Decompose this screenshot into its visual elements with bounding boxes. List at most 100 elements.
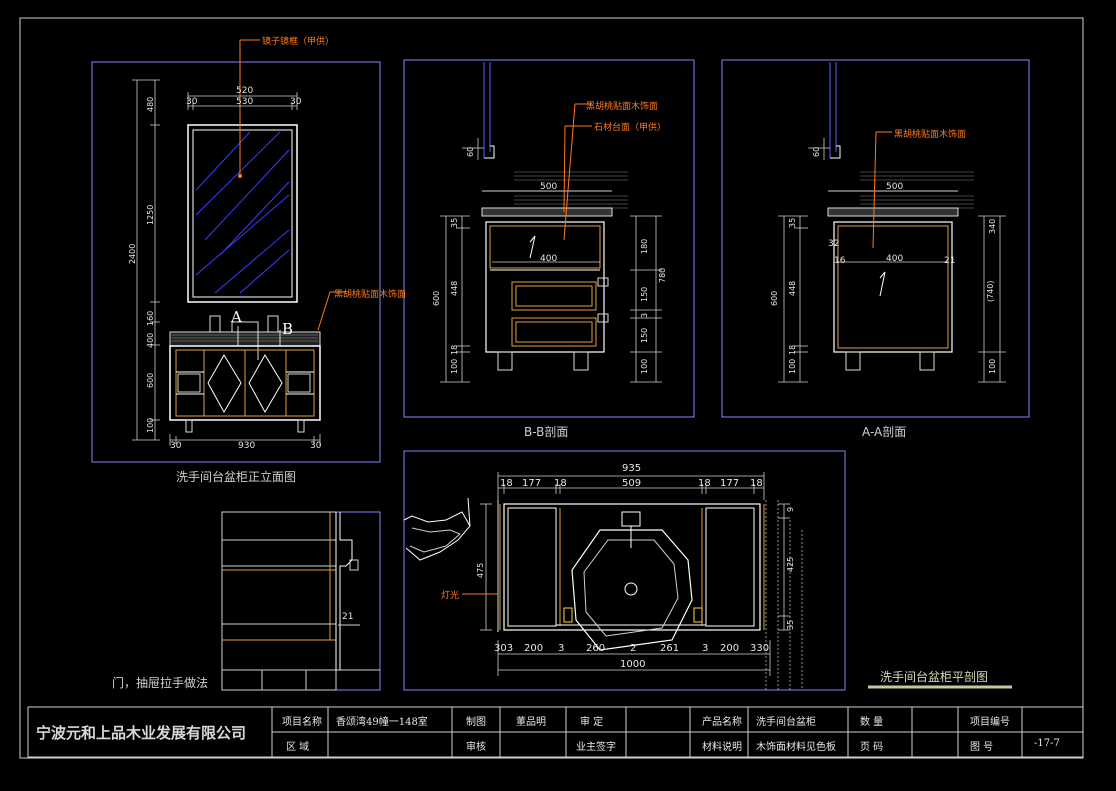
dim-bb-right-2: 780 (658, 267, 667, 283)
tb-project-name-value: 香颂湾49幢一148室 (336, 717, 428, 728)
dim-mirror-width: 520 (236, 86, 254, 96)
dim-bb-right-5: 150 (640, 327, 649, 343)
dim-plan-top-2: 18 (554, 478, 567, 489)
dim-total-height: 2400 (128, 243, 137, 264)
aa-section-drawing (778, 62, 1006, 383)
dim-plan-depth: 475 (476, 562, 485, 578)
dim-plan-right-a: 9 (786, 506, 795, 512)
tb-drawing-no-value: -17-7 (1034, 738, 1060, 749)
dim-gap-height: 160 (146, 310, 155, 326)
dim-leg-height: 100 (146, 417, 155, 433)
dim-aa-s2: 16 (834, 256, 846, 266)
dim-mirror-side-left: 30 (186, 97, 198, 107)
plan-view-frame (403, 450, 846, 691)
dim-plan-top-6: 18 (750, 478, 763, 489)
handle-detail-frame (221, 511, 381, 691)
dim-aa-right-1: 340 (988, 218, 997, 234)
dim-plan-bot-1: 200 (524, 643, 544, 654)
note-veneer-bb: 黑胡桃贴面木饰面 (586, 102, 659, 112)
tb-material-value: 木饰面材料见色板 (756, 742, 836, 753)
tb-page-label: 页 码 (860, 742, 884, 753)
dim-plan-top-0: 18 (500, 478, 513, 489)
dim-plan-bot-0: 303 (494, 643, 514, 654)
dim-top-height: 480 (146, 96, 155, 112)
aa-section-frame (721, 59, 1030, 418)
dim-bb-right-3: 150 (640, 286, 649, 302)
dim-plan-bot-4: 2 (630, 643, 637, 654)
dim-handle: 21 (342, 612, 354, 622)
note-veneer-aa: 黑胡桃贴面木饰面 (894, 130, 967, 140)
front-view-title: 洗手间台盆柜正立面图 (176, 470, 297, 484)
sheet-border (19, 17, 1084, 759)
note-stone-top: 石材台面（甲供） (594, 123, 667, 133)
bb-section-frame (403, 59, 695, 418)
dim-plan-right-b: 35 (786, 619, 795, 630)
dim-plan-bot-5: 261 (660, 643, 680, 654)
tb-drawer-value: 董品明 (516, 717, 546, 728)
dim-plan-bot-2: 3 (558, 643, 565, 654)
tb-project-name-label: 项目名称 (282, 717, 322, 728)
dim-aa-right-3: 100 (988, 358, 997, 374)
dim-bb-inner-width: 400 (540, 254, 558, 264)
dim-aa-left-2: 448 (788, 280, 797, 296)
section-mark-b: B (282, 320, 294, 338)
dim-bb-top-width: 500 (540, 182, 558, 192)
tb-project-no-label: 项目编号 (970, 717, 1010, 728)
dim-aa-top-side: 60 (812, 146, 821, 157)
dim-plan-top-3: 509 (622, 478, 642, 489)
dim-cabinet-side-left: 30 (170, 441, 182, 451)
tb-qty-label: 数 量 (860, 717, 884, 728)
bb-section-title: B-B剖面 (524, 425, 569, 439)
dim-plan-top-4: 18 (698, 478, 711, 489)
dim-counter-height: 400 (146, 332, 155, 348)
dim-plan-bot-8: 330 (750, 643, 770, 654)
dim-plan-right-depth: 425 (786, 556, 795, 572)
note-veneer-front: 黑胡桃贴面木饰面 (334, 290, 407, 300)
front-elevation (132, 39, 345, 446)
dim-bb-left-2: 448 (450, 280, 459, 296)
title-block-grid (27, 706, 1084, 758)
dim-mirror-inner: 530 (236, 97, 254, 107)
tb-material-label: 材料说明 (702, 742, 742, 753)
tb-area-label: 区 域 (286, 742, 310, 753)
dim-mirror-height: 1250 (146, 204, 155, 225)
dim-aa-left-3: 18 (788, 344, 797, 355)
dim-cabinet-height: 600 (146, 372, 155, 388)
bb-section-drawing (440, 62, 662, 383)
dim-aa-s1: 32 (828, 239, 840, 249)
tb-check-label: 审核 (466, 742, 486, 753)
dim-plan-bot-3: 260 (586, 643, 606, 654)
dim-bb-right-6: 100 (640, 358, 649, 374)
tb-product-label: 产品名称 (702, 717, 742, 728)
plan-view-title: 洗手间台盆柜平剖图 (880, 670, 989, 684)
tb-owner-sign-label: 业主签字 (576, 742, 616, 753)
dim-aa-left-total: 600 (770, 290, 779, 306)
dim-aa-top-width: 500 (886, 182, 904, 192)
handle-detail-drawing (221, 511, 380, 691)
dim-plan-bot-7: 200 (720, 643, 740, 654)
section-mark-a: A (231, 308, 242, 326)
dim-aa-inner-width: 400 (886, 254, 904, 264)
dim-bb-left-total: 600 (432, 290, 441, 306)
dim-aa-right-2: (740) (986, 280, 995, 302)
front-view-frame (91, 61, 381, 463)
tb-product-value: 洗手间台盆柜 (756, 717, 816, 728)
note-mirror-frame: 镜子镜框（甲供） (262, 37, 335, 47)
dim-plan-bot-6: 3 (702, 643, 709, 654)
company-name: 宁波元和上品木业发展有限公司 (36, 724, 247, 742)
aa-section-title: A-A剖面 (862, 425, 907, 439)
dim-aa-left-4: 100 (788, 358, 797, 374)
tb-drawing-no-label: 图 号 (970, 742, 994, 753)
dim-bb-right-4: 3 (640, 312, 649, 318)
dim-mirror-side-right: 30 (290, 97, 302, 107)
dim-aa-left-1: 35 (788, 217, 797, 228)
dim-plan-top-5: 177 (720, 478, 740, 489)
note-light: 灯光 (441, 591, 460, 601)
dim-bb-left-3: 18 (450, 344, 459, 355)
dim-bb-top-side: 60 (466, 146, 475, 157)
dim-bb-left-4: 100 (450, 358, 459, 374)
handle-detail-title: 门，抽屉拉手做法 (112, 676, 209, 690)
dim-plan-top-1: 177 (522, 478, 542, 489)
dim-plan-total-bottom: 1000 (620, 659, 646, 670)
